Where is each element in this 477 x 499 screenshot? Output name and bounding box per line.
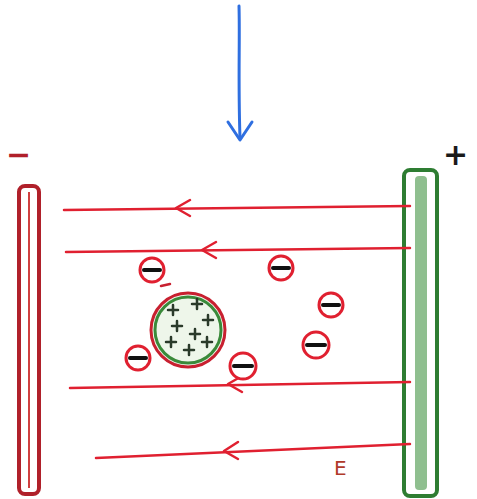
polarity-label: +	[443, 140, 468, 170]
electrons	[126, 256, 343, 379]
positive-plate-shade	[415, 176, 427, 490]
field-label: E	[334, 458, 347, 478]
polarity-label: −	[6, 140, 31, 170]
negative-plate-shade	[28, 192, 30, 488]
electron	[126, 346, 150, 370]
positive-plate	[404, 170, 437, 496]
incoming-arrow	[228, 6, 252, 140]
electron	[319, 293, 343, 317]
negative-plate	[19, 186, 39, 494]
electron	[140, 258, 164, 282]
field-lines	[64, 200, 410, 459]
positive-particle	[151, 293, 225, 367]
electron	[303, 332, 329, 358]
electron	[230, 353, 256, 379]
stray-mark	[161, 284, 170, 286]
electron	[269, 256, 293, 280]
